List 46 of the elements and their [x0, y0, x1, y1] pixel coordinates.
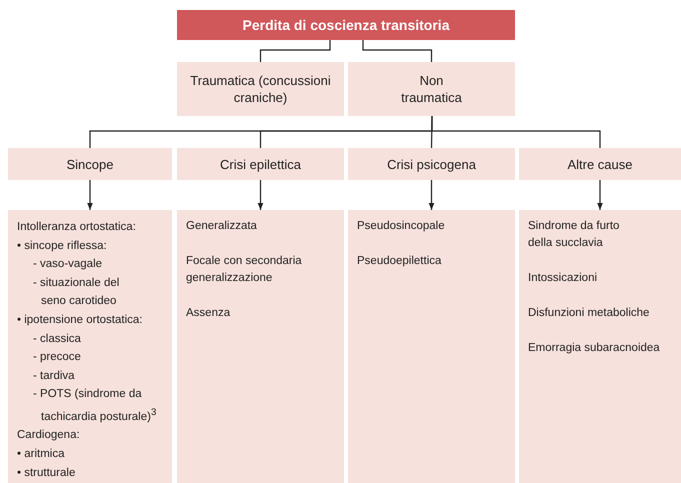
list-item: Cardiogena: [17, 428, 81, 444]
category-label: Altre cause [567, 156, 633, 172]
category-box [177, 62, 344, 116]
list-item: - POTS (sindrome da tachicardia posturale)$^{3}$ [32, 387, 158, 425]
list-item: Sindrome da furto della succlavia [528, 219, 620, 251]
list-item: - precoce [32, 350, 82, 366]
list-item: Assenza [186, 306, 232, 321]
list-item: - vaso-vagale [32, 257, 104, 272]
category-label: Non traumatica [400, 72, 463, 106]
connector-line [431, 116, 601, 148]
category-box [348, 148, 515, 180]
list-item: - classica [32, 332, 82, 347]
list-item: Pseudoepilettica [357, 254, 442, 269]
category-label: Sincope [66, 156, 114, 172]
list-item: Intossicazioni [528, 271, 598, 286]
list-item: • aritmica [17, 446, 66, 462]
title-box [177, 10, 515, 40]
connector-line [260, 40, 331, 62]
category-label: Traumatica (concussioni craniche) [189, 72, 332, 106]
list-panel [348, 210, 515, 483]
list-item: Disfunzioni metaboliche [528, 306, 650, 321]
arrow [428, 180, 434, 210]
arrow [258, 180, 264, 210]
list-item: • ipotensione ortostatica: [17, 312, 144, 328]
category-box [519, 148, 681, 180]
list-item: Focale con secondaria generalizzazione [186, 254, 303, 286]
list-item: Pseudosincopale [357, 219, 446, 234]
arrow [597, 180, 603, 210]
category-label: Crisi psicogena [387, 156, 476, 172]
list-panel [177, 210, 344, 483]
category-box [348, 62, 515, 116]
list-panel [519, 210, 681, 483]
category-box [177, 148, 344, 180]
arrow [87, 180, 93, 210]
list-item: Generalizzata [186, 219, 258, 234]
list-item: • strutturale [17, 466, 76, 481]
list-item: Emorragia subaracnoidea [528, 341, 661, 356]
list-panel [8, 210, 172, 483]
list-item: • sincope riflessa: [17, 238, 108, 254]
list-item: - tardiva [32, 368, 76, 384]
category-label: Crisi epilettica [220, 156, 301, 172]
title-text: Perdita di coscienza transitoria [242, 17, 450, 33]
connector-line [362, 40, 432, 62]
list-item: - situazionale del seno carotideo [32, 276, 120, 310]
category-box [8, 148, 172, 180]
list-item: Intolleranza ortostatica: [17, 220, 137, 235]
